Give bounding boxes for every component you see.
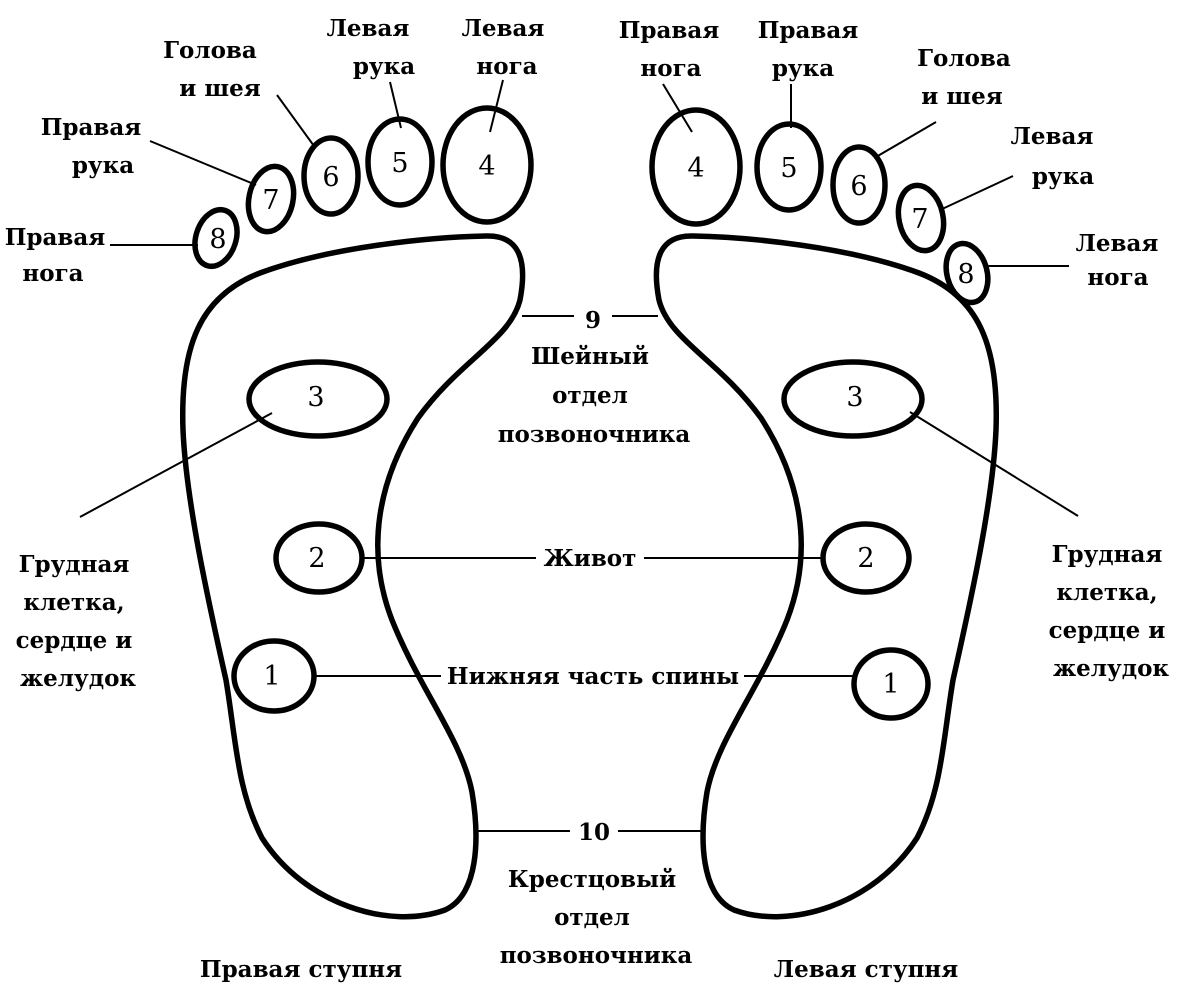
right-zone-1-number: 1 [263,661,280,692]
right-foot: 4 5 6 7 8 3 2 1 Левая нога Левая рука Го… [5,15,553,983]
right-toe-6-label: Голова и шея [163,37,265,102]
left-toe-7-leader [940,176,1013,210]
right-toe-5-number: 5 [391,148,408,179]
left-toe-8-label: Левая нога [1076,230,1167,291]
right-toe-7-leader [150,141,256,185]
right-foot-caption: Правая ступня [200,956,402,983]
zone-10-number: 10 [578,819,610,846]
right-zone-3-label: Грудная клетка, сердце и желудок [16,551,141,692]
left-toe-6-leader [876,122,936,157]
right-toe-5-label: Левая рука [327,15,418,80]
right-toe-4-label: Левая нога [462,15,553,80]
right-toe-7-number: 7 [262,185,279,216]
belly-label: Живот [544,545,637,572]
right-toe-8-number: 8 [209,224,226,255]
left-toe-6-number: 6 [850,171,867,202]
left-zone-3-label: Грудная клетка, сердце и желудок [1049,541,1174,682]
left-toe-4-label: Правая нога [619,17,728,82]
spine-labels: 9 Шейный отдел позвоночника Живот Нижняя… [314,307,854,969]
right-toe-6-leader [277,95,314,146]
left-zone-3-number: 3 [846,382,863,413]
right-zone-3-leader [80,413,272,517]
left-zone-2-number: 2 [857,543,874,574]
right-toe-6-number: 6 [322,162,339,193]
left-toe-6-label: Голова и шея [917,45,1019,110]
left-toe-5-label: Правая рука [758,17,867,82]
right-toe-8-label: Правая нога [5,224,114,287]
right-toe-7-label: Правая рука [41,114,150,179]
right-zone-2-number: 2 [308,543,325,574]
sacral-label: Крестцовый отдел позвоночника [500,866,693,969]
left-toe-7-number: 7 [911,204,928,235]
left-toe-7-label: Левая рука [1011,123,1102,190]
right-toe-4-number: 4 [478,151,495,182]
zone-9-number: 9 [585,307,601,334]
lower-back-label: Нижняя часть спины [447,663,739,690]
left-toe-8-number: 8 [957,259,974,290]
left-foot-caption: Левая ступня [774,956,959,983]
left-zone-1-number: 1 [882,669,899,700]
right-zone-3-number: 3 [307,382,324,413]
left-toe-5-number: 5 [780,153,797,184]
left-foot: 4 5 6 7 8 3 2 1 Правая нога Правая рука … [619,17,1174,983]
left-toe-4-number: 4 [687,153,704,184]
cervical-label: Шейный отдел позвоночника [498,343,691,448]
